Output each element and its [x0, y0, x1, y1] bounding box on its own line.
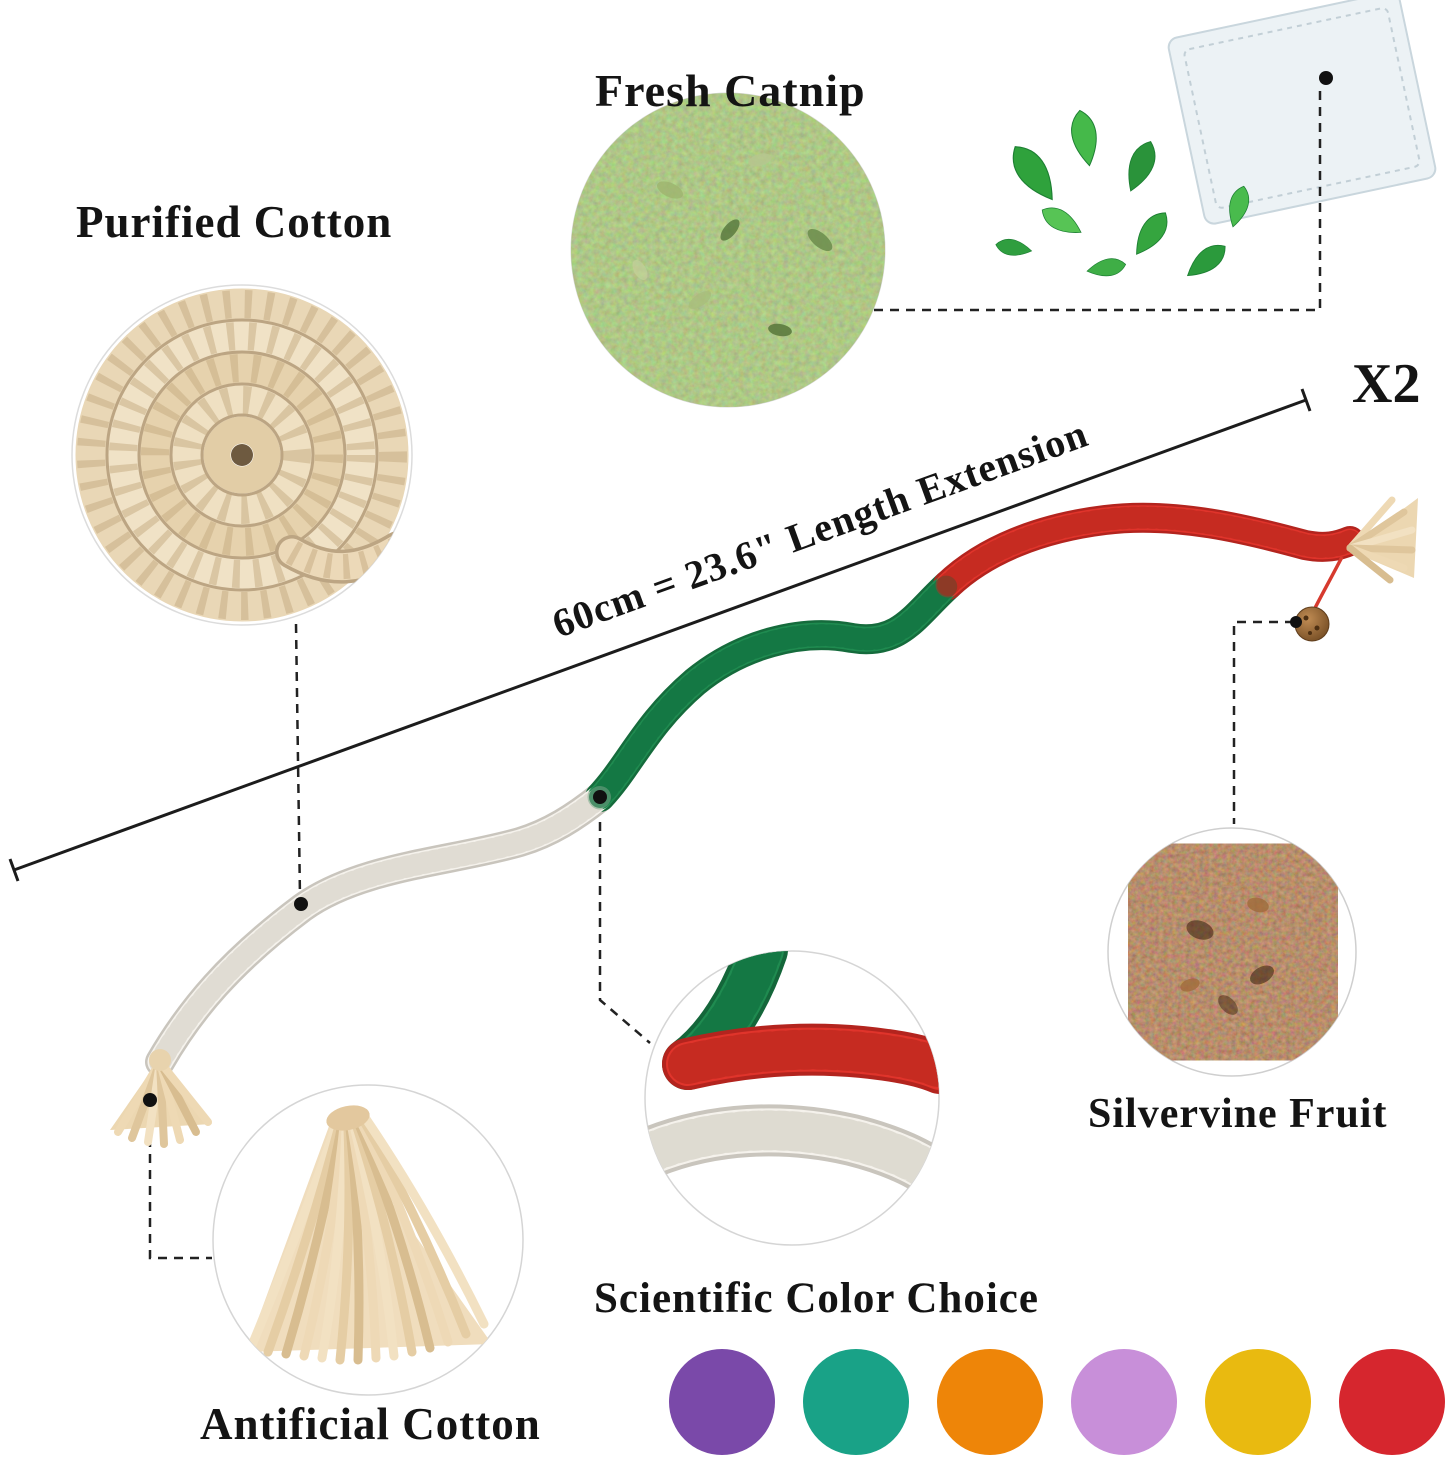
quantity-label: X2 [1352, 353, 1421, 415]
fresh-catnip-label: Fresh Catnip [595, 65, 866, 116]
color-swatch-teal [803, 1349, 909, 1455]
catnip-sachet-photo [1167, 0, 1437, 225]
silvervine-ball [1294, 556, 1344, 642]
rope-end-tassel-left [110, 1049, 212, 1148]
color-swatch-purple [669, 1349, 775, 1455]
scientific-color-choice-label: Scientific Color Choice [594, 1275, 1039, 1322]
silvervine-fruit-photo [1107, 827, 1357, 1077]
color-swatch-gold [1205, 1349, 1311, 1455]
callout-line-tassel [148, 1106, 212, 1260]
purified-cotton-label: Purified Cotton [76, 197, 393, 247]
silvervine-fruit-label: Silvervine Fruit [1088, 1091, 1388, 1137]
callout-line-cotton [294, 623, 302, 898]
catnip-pile-photo [570, 92, 886, 408]
dimension-line [8, 388, 1312, 882]
callout-dots [143, 71, 1333, 1107]
antificial-cotton-label: Antificial Cotton [200, 1399, 541, 1449]
callout-line-silvervine [1232, 620, 1294, 824]
color-swatch-orange [937, 1349, 1043, 1455]
rope-end-tassel-right [1346, 496, 1418, 584]
callout-line-catnip [874, 90, 1322, 312]
color-swatch-orchid [1071, 1349, 1177, 1455]
rope-colors-closeup-photo [644, 950, 940, 1246]
rope-toy-product [145, 502, 1365, 1077]
callout-line-colors [598, 806, 651, 1044]
callout-lines [148, 90, 1322, 1260]
color-swatch-red [1339, 1349, 1445, 1455]
cotton-tassel-photo [212, 1084, 524, 1396]
cotton-rope-coil-photo [71, 284, 413, 626]
